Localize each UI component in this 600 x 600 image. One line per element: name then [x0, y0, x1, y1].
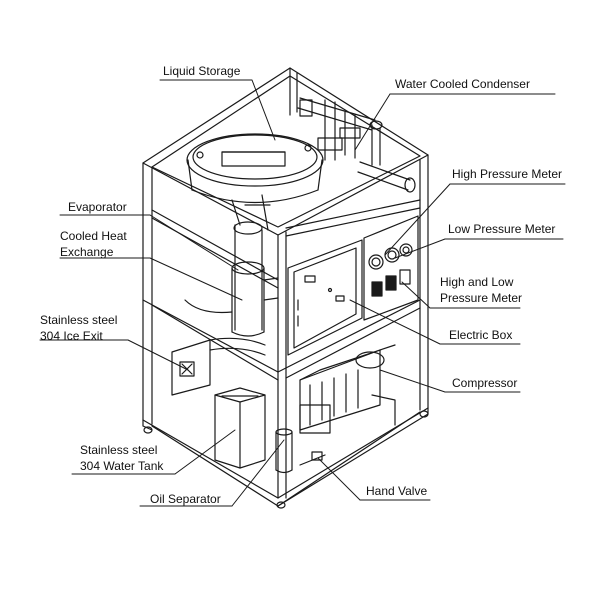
- label-water-tank-line1: Stainless steel: [80, 443, 158, 457]
- oil-separator: [275, 428, 293, 474]
- label-electric-box: Electric Box: [449, 328, 513, 342]
- label-high-pressure-meter: High Pressure Meter: [452, 167, 563, 181]
- water-tank: [214, 387, 266, 469]
- label-water-tank-line2: 304 Water Tank: [80, 459, 164, 473]
- evaporator: [231, 194, 271, 331]
- pressure-meter-panel: [363, 215, 419, 321]
- label-water-cooled-condenser: Water Cooled Condenser: [395, 77, 530, 91]
- electric-box: [287, 239, 363, 356]
- label-ice-exit-line2: 304 Ice Exit: [40, 329, 103, 343]
- label-cooled-heat-exchange-line2: Exchange: [60, 245, 114, 259]
- label-hand-valve: Hand Valve: [366, 484, 428, 498]
- ice-exit: [171, 337, 266, 396]
- label-evaporator: Evaporator: [68, 200, 127, 214]
- leader-lines: [39, 79, 566, 507]
- label-high-low-pressure-meter-line2: Pressure Meter: [440, 291, 523, 305]
- water-cooled-condenser: [297, 97, 416, 193]
- label-low-pressure-meter: Low Pressure Meter: [448, 222, 556, 236]
- label-compressor: Compressor: [452, 376, 518, 390]
- frame: [142, 67, 429, 509]
- label-ice-exit-line1: Stainless steel: [40, 313, 118, 327]
- label-high-low-pressure-meter-line1: High and Low: [440, 275, 514, 289]
- label-liquid-storage: Liquid Storage: [163, 64, 241, 78]
- liquid-storage-tank: [186, 133, 324, 204]
- cooled-heat-exchange: [184, 261, 279, 337]
- compressor: [299, 344, 396, 434]
- label-oil-separator: Oil Separator: [150, 492, 221, 506]
- hand-valve: [299, 451, 326, 466]
- label-cooled-heat-exchange-line1: Cooled Heat: [60, 229, 127, 243]
